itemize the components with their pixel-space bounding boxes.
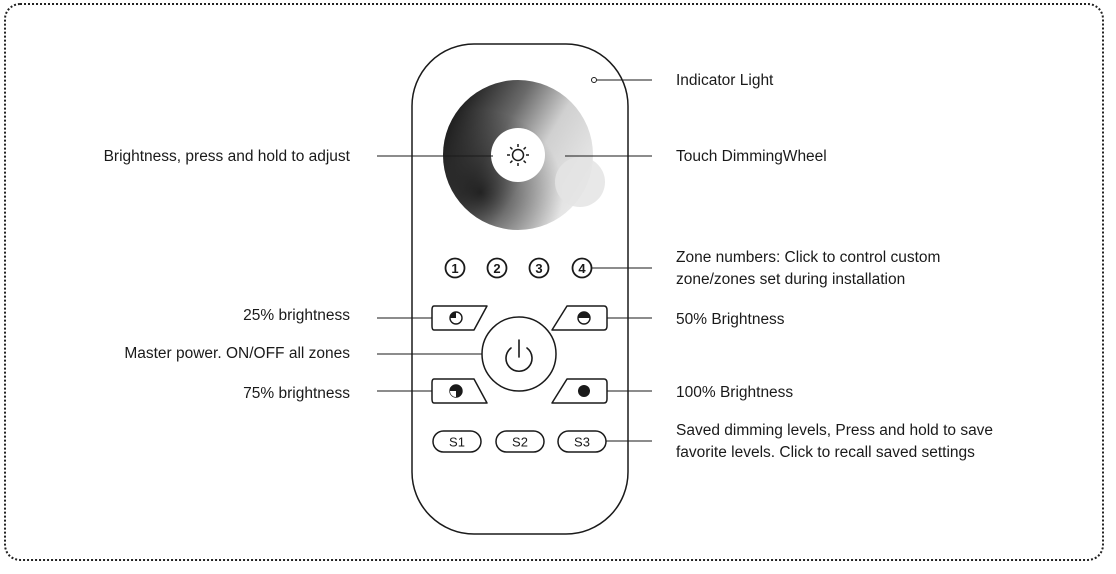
brightness-75-button[interactable] — [431, 378, 488, 404]
touch-dimming-wheel[interactable] — [443, 80, 605, 230]
brightness-25-label: 25% brightness — [243, 307, 350, 324]
saved-levels-label-line1: Saved dimming levels, Press and hold to … — [676, 422, 994, 439]
dotted-frame — [4, 3, 1104, 561]
scene-label-s2: S2 — [512, 435, 528, 450]
scene-button-s2[interactable]: S2 — [495, 430, 545, 453]
scene-button-s3[interactable]: S3 — [557, 430, 607, 453]
brightness-75-label: 75% brightness — [243, 385, 350, 402]
touch-wheel-label: Touch DimmingWheel — [676, 148, 827, 165]
power-icon — [505, 339, 533, 373]
indicator-light-dot — [591, 77, 597, 83]
zone-button-4[interactable]: 4 — [571, 257, 593, 279]
zone-button-2[interactable]: 2 — [486, 257, 508, 279]
brightness-50-label: 50% Brightness — [676, 311, 785, 328]
scene-label-s1: S1 — [449, 435, 465, 450]
leader-lines — [377, 79, 652, 442]
brightness-50-button[interactable] — [551, 305, 608, 331]
quarter-circle-icon — [449, 311, 463, 325]
half-circle-icon — [577, 311, 591, 325]
master-power-button[interactable] — [481, 316, 557, 392]
master-power-label: Master power. ON/OFF all zones — [124, 345, 350, 362]
sun-icon[interactable] — [507, 144, 529, 166]
zone-label-2: 2 — [493, 261, 500, 276]
zone-button-1[interactable]: 1 — [444, 257, 466, 279]
saved-levels-label-line2: favorite levels. Click to recall saved s… — [676, 444, 975, 461]
scene-button-s1[interactable]: S1 — [432, 430, 482, 453]
zone-label-4: 4 — [578, 261, 586, 276]
zone-numbers-label-line2: zone/zones set during installation — [676, 271, 906, 288]
three-quarter-circle-icon — [449, 384, 463, 398]
zone-numbers-label-line1: Zone numbers: Click to control custom — [676, 249, 941, 266]
scene-label-s3: S3 — [574, 435, 590, 450]
full-circle-icon — [578, 385, 590, 397]
brightness-25-button[interactable] — [431, 305, 488, 331]
zone-button-3[interactable]: 3 — [528, 257, 550, 279]
brightness-100-button[interactable] — [551, 378, 608, 404]
zone-label-3: 3 — [535, 261, 542, 276]
brightness-100-label: 100% Brightness — [676, 384, 794, 401]
zone-label-1: 1 — [451, 261, 458, 276]
brightness-label: Brightness, press and hold to adjust — [103, 148, 350, 165]
indicator-light-label: Indicator Light — [676, 72, 774, 89]
